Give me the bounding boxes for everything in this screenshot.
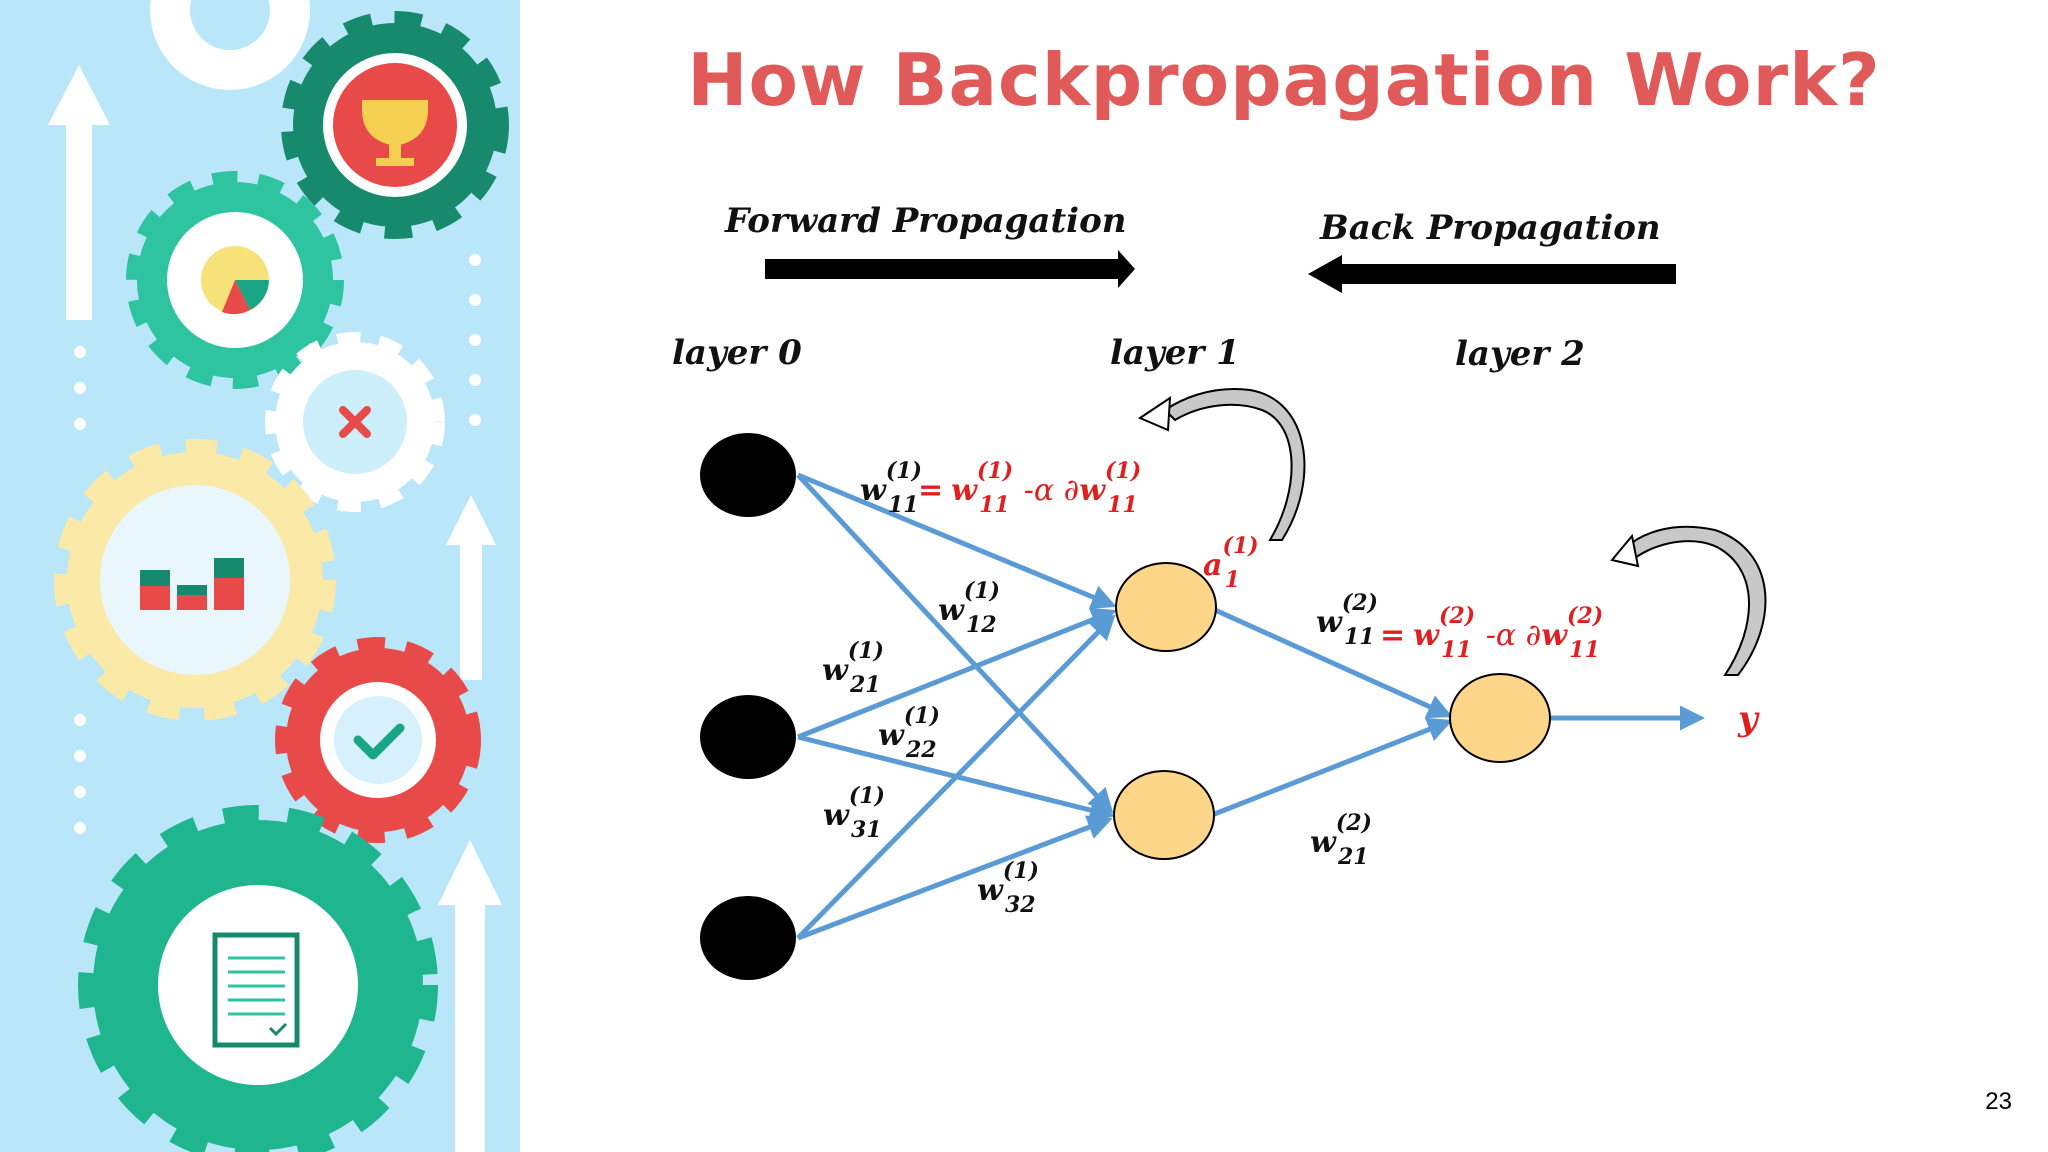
arrow-up-icon [48, 65, 502, 1152]
edge-w2-21 [1211, 717, 1453, 818]
edge-w21 [797, 607, 1117, 740]
gear-icon [265, 332, 445, 512]
backward-arrow [1308, 255, 1676, 293]
input-node-3 [700, 896, 796, 980]
forward-propagation-label: Forward Propagation [724, 201, 1126, 241]
weight-label-w2-21: w(2)21 [1310, 810, 1372, 870]
weight-label-w12: w(1)12 [938, 578, 1000, 638]
weight-label-w2-11: w(2)11 [1316, 590, 1378, 650]
weight-label-w11: w(1)11 [860, 458, 922, 518]
edge-w12 [796, 473, 1114, 814]
weight-label-w21: w(1)21 [822, 638, 884, 698]
network-diagram: Forward Propagation Back Propagation lay… [672, 201, 1767, 980]
edge-w31 [796, 614, 1116, 940]
input-node-1 [700, 433, 796, 517]
layer-label-0: layer 0 [672, 333, 802, 373]
weight-label-w31: w(1)31 [823, 783, 885, 843]
input-node-2 [700, 695, 796, 779]
gear-icon [275, 637, 481, 843]
back-propagation-label: Back Propagation [1319, 208, 1661, 248]
check-icon [353, 723, 405, 760]
layer-label-1: layer 1 [1110, 333, 1240, 373]
weight-label-w32: w(1)32 [977, 858, 1039, 918]
hidden-node-1 [1115, 562, 1217, 652]
bar-chart-icon [140, 558, 244, 610]
update-rule-layer-1: =w(1)11-α ∂w(1)11 [918, 458, 1141, 518]
gear-icon [281, 11, 509, 239]
backprop-curve-arrow-2 [1610, 525, 1767, 676]
output-label: y [1737, 699, 1760, 739]
forward-arrow [765, 250, 1135, 288]
edge-w2-11 [1213, 607, 1453, 719]
output-node [1449, 673, 1551, 763]
gear-icon [150, 0, 310, 90]
edge-w11 [797, 472, 1117, 609]
activation-label: a(1)1 [1203, 533, 1259, 593]
clipboard-icon [212, 932, 300, 1048]
gear-icon [126, 171, 344, 389]
weight-label-w22: w(1)22 [878, 703, 940, 763]
backprop-curve-arrow-1 [1137, 388, 1306, 541]
edge-w32 [797, 815, 1113, 941]
page-number: 23 [1985, 1088, 2012, 1115]
sidebar-illustration [0, 0, 520, 1152]
layer-label-2: layer 2 [1455, 334, 1585, 374]
slide-title: How Backpropagation Work? [687, 38, 1881, 122]
gear-icon [78, 805, 438, 1152]
update-rule-layer-2: =w(2)11-α ∂w(2)11 [1380, 603, 1603, 663]
hidden-node-2 [1113, 770, 1215, 860]
close-icon [339, 406, 371, 438]
gear-icon [54, 439, 336, 721]
pie-chart-icon [201, 246, 269, 315]
trophy-icon [362, 100, 428, 166]
